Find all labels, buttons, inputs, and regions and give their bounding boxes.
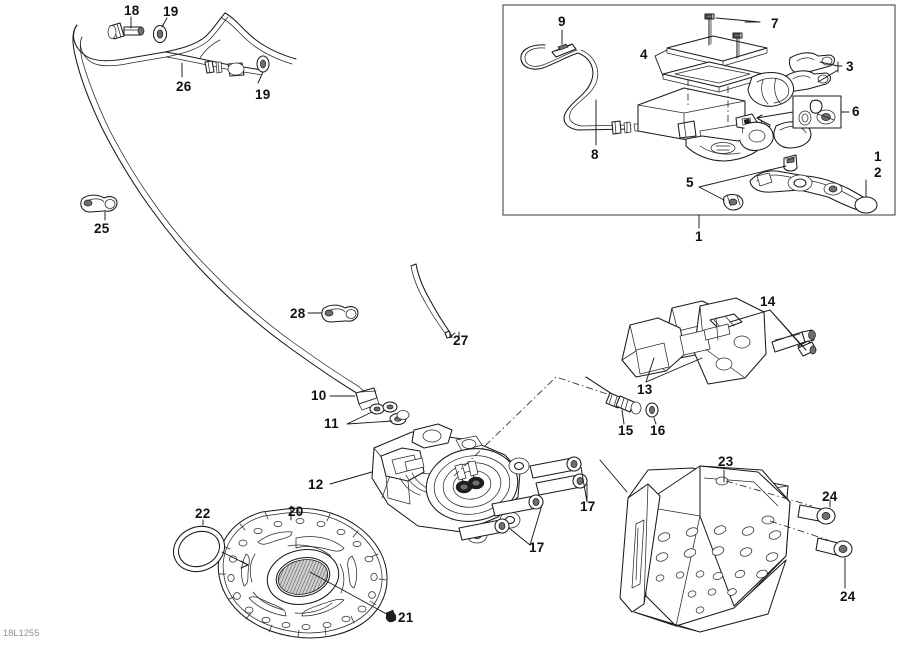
caliper-center-bolts xyxy=(454,460,485,494)
guard-screw-lower xyxy=(769,520,853,589)
pin-leader xyxy=(729,309,807,351)
hose-collar-group xyxy=(611,120,641,135)
callout-28: 28 xyxy=(290,306,306,321)
callout-24-upper: 24 xyxy=(822,489,838,504)
pad-pin-lower xyxy=(797,341,817,357)
piston-repair-kit-box xyxy=(756,95,850,129)
inset-callout-8: 8 xyxy=(591,147,599,162)
brake-light-switch xyxy=(520,29,579,70)
callout-20: 20 xyxy=(288,504,304,519)
inset-callout-9: 9 xyxy=(558,14,566,29)
caliper-mounting-bolts-upper xyxy=(529,456,588,503)
callout-19-lower: 19 xyxy=(255,87,271,102)
disc-vane-slots xyxy=(241,531,358,617)
lever-pivot-hardware xyxy=(698,154,798,211)
brake-lever xyxy=(749,170,878,214)
hose-ferrule-group-mid xyxy=(204,60,245,77)
brake-hose-front xyxy=(72,12,359,393)
guard-perforations xyxy=(655,525,782,614)
callout-23: 23 xyxy=(718,454,734,469)
hose-clamp-28 xyxy=(307,304,359,323)
callout-19-upper: 19 xyxy=(163,4,179,19)
callout-26: 26 xyxy=(176,79,192,94)
hose-clamp-25 xyxy=(80,194,118,221)
guard-bolt-leader-17 xyxy=(599,459,628,493)
callout-13: 13 xyxy=(637,382,653,397)
brake-disc xyxy=(217,505,397,639)
master-cylinder-clamp-shell xyxy=(747,72,795,107)
assembly-reference-line xyxy=(453,376,629,477)
disc-cooling-holes xyxy=(227,518,378,630)
sealing-washer-set-caliper xyxy=(369,401,410,426)
callout-22: 22 xyxy=(195,506,211,521)
callout-11: 11 xyxy=(324,416,339,431)
callout-27: 27 xyxy=(453,333,469,348)
hose-caliper-fitting xyxy=(585,376,659,425)
callout-17-upper: 17 xyxy=(580,499,596,514)
callout-1-main: 1 xyxy=(695,229,703,244)
inset-callout-6: 6 xyxy=(852,104,860,119)
sheet-code: 18L1255 xyxy=(3,628,40,638)
inset-callout-7: 7 xyxy=(771,16,779,31)
brake-disc-guard xyxy=(619,465,791,633)
reservoir-cover-assembly xyxy=(654,13,768,128)
callout-14: 14 xyxy=(760,294,776,309)
o-ring xyxy=(172,519,249,573)
callout-15: 15 xyxy=(618,423,634,438)
cover-screw-right xyxy=(732,32,743,59)
handlebar-clamp-upper xyxy=(789,52,836,74)
inset-callout-3: 3 xyxy=(846,59,854,74)
sealing-washer-mc-inlet xyxy=(256,55,270,73)
callout-21: 21 xyxy=(398,610,414,625)
inset-callout-5: 5 xyxy=(686,175,694,190)
callout-10: 10 xyxy=(311,388,327,403)
master-cylinder-body xyxy=(637,87,774,162)
sealing-washer-upper xyxy=(152,24,168,44)
hose-upper-banjo-fitting xyxy=(107,16,168,44)
disc-retaining-screw xyxy=(385,609,397,623)
callout-16: 16 xyxy=(650,423,666,438)
cover-screw-left xyxy=(704,13,715,46)
inset-callout-4: 4 xyxy=(640,47,648,62)
inset-callout-2: 2 xyxy=(874,165,882,180)
brake-pad-set xyxy=(621,297,767,385)
hose-to-master-cylinder xyxy=(563,49,641,146)
caliper-mounting-bolts-lower xyxy=(458,494,544,546)
inset-box-frame xyxy=(502,4,896,229)
guard-screw-upper xyxy=(725,480,836,525)
inset-callout-1: 1 xyxy=(874,149,882,164)
callout-18: 18 xyxy=(124,3,140,18)
callout-25: 25 xyxy=(94,221,110,236)
callout-17-lower: 17 xyxy=(529,540,545,555)
callout-24-lower: 24 xyxy=(840,589,856,604)
callout-12: 12 xyxy=(308,477,324,492)
hose-guard-sleeve xyxy=(410,263,460,341)
